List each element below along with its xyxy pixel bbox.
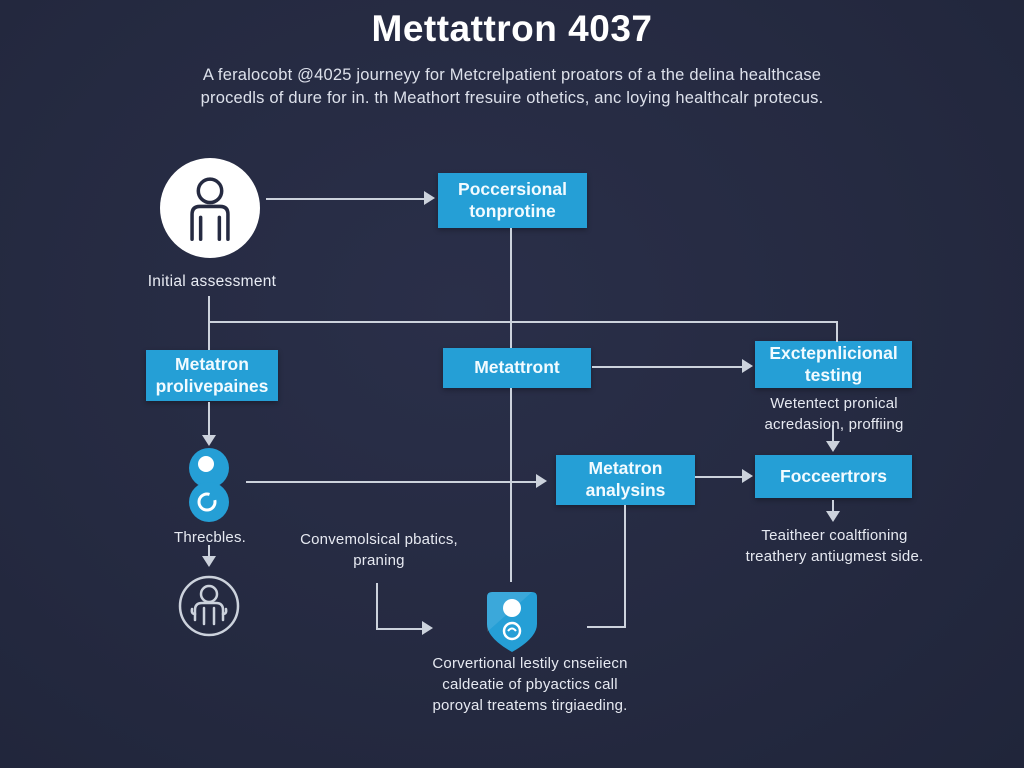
connector-assessment-to-rail [208, 296, 210, 350]
connector-convemolsical-vertical [376, 583, 378, 630]
connector-poccersional-to-metattront [510, 228, 512, 348]
arrowhead-shield [422, 621, 433, 635]
connector-analysins-to-focceertrors [695, 476, 742, 478]
connector-threcbles-down [208, 545, 210, 557]
focceertrors-box: Focceertrors [755, 455, 912, 498]
arrowhead-analysins [536, 474, 547, 488]
arrowhead-focceertrors-top [826, 441, 840, 452]
connector-metattront-to-exctepnlicional [592, 366, 742, 368]
initial-assessment-label: Initial assessment [147, 273, 277, 290]
person-glyph [190, 177, 230, 241]
connector-analysins-to-shield [587, 626, 626, 628]
metattront-box: Metattront [443, 348, 591, 388]
stacked-profile-circles-icon [189, 448, 229, 522]
connector-profiles-to-analysins [246, 481, 536, 483]
connector-convemolsical-horizontal [376, 628, 422, 630]
arrowhead-focceertrors-note [826, 511, 840, 522]
person-outline-circle-icon [178, 575, 240, 637]
exctepnlicional-testing-box: Exctepnlicional testing [755, 341, 912, 388]
metatron-analysins-box: Metatron analysins [556, 455, 695, 505]
convemolsical-label: Convemolsical pbatics, praning [300, 531, 458, 569]
connector-rail-to-exctepnlicional [836, 321, 838, 342]
connector-rail [208, 321, 838, 323]
arrowhead-exctepnlicional [742, 359, 753, 373]
focceertrors-note: Teaitheer coaltfioning treathery antiugm… [745, 527, 924, 565]
subtitle-line-2: procedls of dure for in. th Meathort fre… [200, 89, 824, 107]
shield-check-icon [487, 592, 537, 652]
threcbles-label: Threcbles. [173, 529, 247, 546]
connector-metattront-to-shield [510, 388, 512, 582]
arrowhead-poccersional [424, 191, 435, 205]
arrowhead-focceertrors [742, 469, 753, 483]
shield-note: Corvertional lestily cnseiiecn caldeatie… [432, 655, 628, 714]
connector-focceertrors-down [832, 500, 834, 512]
arrowhead-profile-circles [202, 435, 216, 446]
arrowhead-person-outline [202, 556, 216, 567]
subtitle-line-1: A feralocobt @4025 journeyy for Metcrelp… [202, 66, 822, 84]
exctepnlicional-note: Wetentect pronical acredasion, proffiing [764, 395, 904, 433]
metattront-label: Metattront [474, 357, 560, 378]
person-icon [160, 158, 260, 258]
connector-analysins-down [624, 505, 626, 628]
metatron-prolivepaines-box: Metatron prolivepaines [146, 350, 278, 401]
focceertrors-label: Focceertrors [780, 465, 887, 486]
connector-note-to-focceertrors [832, 425, 834, 441]
connector-prolivepaines-down [208, 402, 210, 436]
exctepnlicional-testing-label: Exctepnlicional testing [769, 342, 898, 385]
metatron-analysins-label: Metatron analysins [585, 458, 666, 500]
poccersional-tonprotine-box: Poccersional tonprotine [438, 173, 587, 228]
metatron-prolivepaines-label: Metatron prolivepaines [155, 353, 269, 396]
page-title: Mettattron 4037 [371, 8, 653, 49]
poccersional-tonprotine-label: Poccersional tonprotine [458, 178, 567, 221]
connector-person-to-poccersional [266, 198, 424, 200]
